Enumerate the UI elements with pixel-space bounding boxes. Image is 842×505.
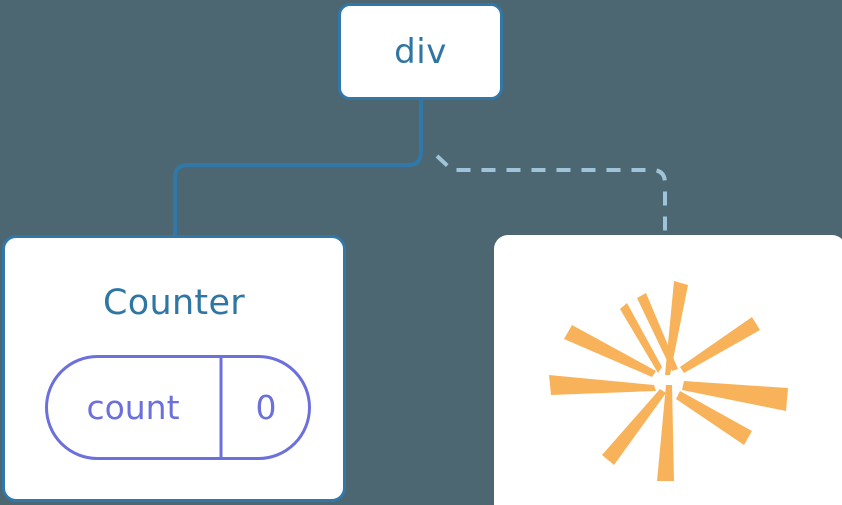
ray-ene (682, 381, 788, 411)
ray-s (657, 385, 674, 481)
counter-node[interactable]: Counter count 0 (2, 235, 346, 502)
ray-wnw (564, 325, 656, 377)
burst-node[interactable] (494, 235, 842, 505)
div-node[interactable]: div (338, 3, 503, 100)
counter-node-title: Counter (103, 283, 245, 323)
ray-nne (637, 293, 678, 371)
ray-nnw (620, 303, 662, 373)
state-pill-value: 0 (255, 388, 277, 427)
ray-ne (680, 317, 760, 373)
state-pill-shape (45, 355, 311, 460)
connector-dashed-to-burst (435, 154, 667, 238)
ray-wsw (549, 375, 656, 395)
connector-solid-to-counter (173, 98, 423, 240)
div-node-label: div (394, 31, 447, 72)
ray-n (665, 281, 688, 375)
ray-ese (676, 391, 752, 445)
ray-ssw (602, 389, 666, 465)
sparkle-burst-icon (549, 281, 788, 481)
state-pill-key: count (86, 388, 180, 427)
state-pill[interactable]: count 0 (45, 355, 311, 460)
state-pill-outline (45, 355, 311, 460)
